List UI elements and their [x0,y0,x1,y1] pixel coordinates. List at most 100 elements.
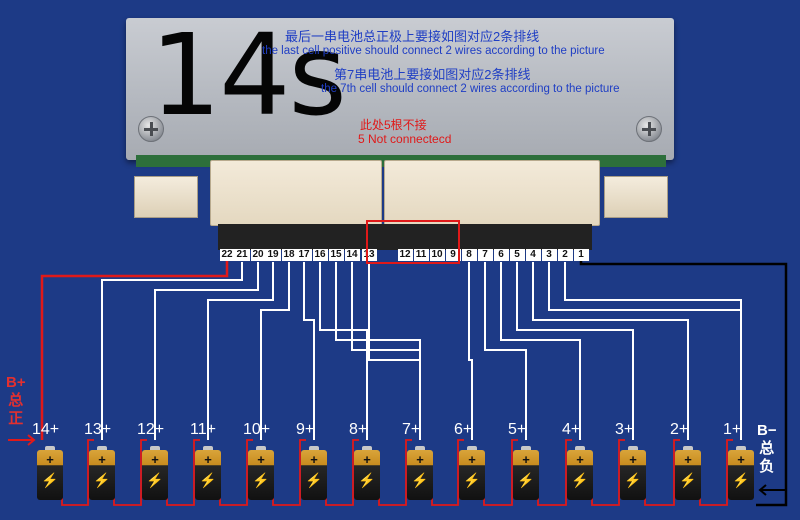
right-screw-icon [636,116,662,142]
series-link-4-3 [591,439,625,506]
balance-connector-left [210,160,382,226]
pin-label-8: 8 [461,249,477,261]
battery-body [513,450,539,500]
series-link-10-9 [272,439,306,506]
battery-body [248,450,274,500]
cell-label-11plus: 11+ [190,421,216,438]
pin-label-5: 5 [509,249,525,261]
note-last-cell-en: the last cell positive should connect 2 … [262,45,605,57]
series-link-9-8 [325,439,359,506]
series-link-3-2 [644,439,680,506]
sense-wire-pin-17 [303,262,315,440]
negative-terminal-label: B− 总 负 [757,422,777,476]
pin-label-6: 6 [493,249,509,261]
battery-body [142,450,168,500]
model-label: 14s [150,11,347,141]
cell-label-10plus: 10+ [243,421,271,438]
sense-wire-pin-7 [484,262,527,440]
pin-label-21: 21 [234,249,250,261]
sense-wire-pin-6 [500,262,581,440]
series-link-5-4 [537,439,572,506]
note-last-cell-cn: 最后一串电池总正极上要接如图对应2条排线 [285,29,540,44]
battery-cell-9: +⚡ [301,446,327,500]
sense-wire-pin-2 [564,262,742,440]
left-screw-icon [138,116,164,142]
pin-label-3: 3 [541,249,557,261]
battery-cell-1: +⚡ [728,446,754,500]
sense-wire-pin-3 [548,262,742,440]
not-connected-label-en: 5 Not connectecd [358,132,452,146]
battery-plus-icon: + [151,452,159,467]
left-aux-connector [134,176,198,218]
cell-label-7plus: 7+ [402,421,421,438]
lightning-bolt-icon: ⚡ [517,472,535,488]
cell-label-13plus: 13+ [84,421,112,438]
cell-label-4plus: 4+ [562,421,581,438]
cell-label-5plus: 5+ [508,421,527,438]
battery-cell-12: +⚡ [142,446,168,500]
pin-label-17: 17 [296,249,312,261]
pin-label-19: 19 [265,249,281,261]
pin-label-2: 2 [557,249,573,261]
pin-label-1: 1 [573,249,589,261]
battery-cap [203,446,213,450]
sense-wire-pin-14 [351,262,421,440]
lightning-bolt-icon: ⚡ [411,472,429,488]
battery-cap [628,446,638,450]
battery-cell-10: +⚡ [248,446,274,500]
battery-cap [575,446,585,450]
battery-body [37,450,63,500]
bms-board [126,18,674,160]
battery-cell-2: +⚡ [675,446,701,500]
pin-label-10: 10 [429,249,445,261]
b-plus-label: B+ [6,374,26,391]
lightning-bolt-icon: ⚡ [93,472,111,488]
battery-cell-5: +⚡ [513,446,539,500]
lightning-bolt-icon: ⚡ [358,472,376,488]
battery-plus-icon: + [416,452,424,467]
positive-terminal-label: B+ 总 正 [6,374,26,428]
battery-body [89,450,115,500]
battery-plus-icon: + [257,452,265,467]
pin-label-7: 7 [477,249,493,261]
battery-cap [45,446,55,450]
b-plus-sub: 总 正 [8,392,24,427]
sense-wire-pin-16 [319,262,368,440]
pin-label-20: 20 [250,249,266,261]
battery-body [459,450,485,500]
battery-cap [362,446,372,450]
lightning-bolt-icon: ⚡ [679,472,697,488]
lightning-bolt-icon: ⚡ [41,472,59,488]
series-link-12-11 [166,439,200,506]
battery-body [407,450,433,500]
lightning-bolt-icon: ⚡ [146,472,164,488]
balance-connector-right [384,160,600,226]
pin-label-12: 12 [397,249,413,261]
b-minus-sub: 总 负 [759,440,775,475]
series-link-8-7 [378,439,412,506]
pin-label-11: 11 [413,249,429,261]
battery-plus-icon: + [46,452,54,467]
battery-plus-icon: + [204,452,212,467]
battery-body [301,450,327,500]
sense-wire-pin-20 [154,262,259,440]
series-link-11-10 [219,439,253,506]
sense-wire-pin-18 [260,262,290,440]
battery-plus-icon: + [684,452,692,467]
sense-wire-pin-15 [335,262,421,440]
battery-cap [736,446,746,450]
pin-label-18: 18 [281,249,297,261]
series-link-7-6 [431,439,464,506]
not-connected-box [366,220,460,264]
lightning-bolt-icon: ⚡ [199,472,217,488]
main-positive-wire-pin-22 [40,248,229,440]
pin-label-22: 22 [219,249,235,261]
not-connected-label-cn: 此处5根不接 [360,118,427,132]
battery-cell-13: +⚡ [89,446,115,500]
battery-plus-icon: + [737,452,745,467]
b-minus-label: B− [757,422,777,439]
battery-cap [309,446,319,450]
pin-label-14: 14 [344,249,360,261]
battery-plus-icon: + [522,452,530,467]
cell-label-6plus: 6+ [454,421,473,438]
